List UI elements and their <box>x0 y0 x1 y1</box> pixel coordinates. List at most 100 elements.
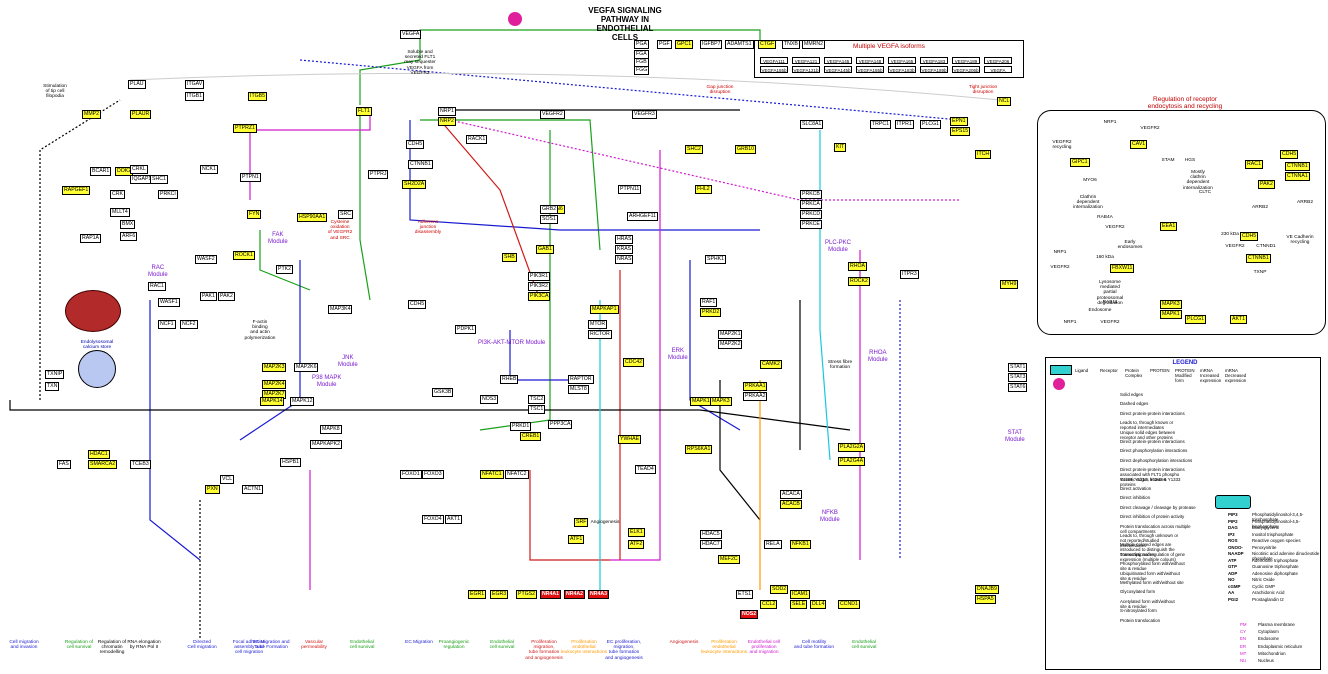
node-mllt4: MLLT4 <box>110 208 130 217</box>
node-mapkap1: MAPKAP1 <box>590 305 619 314</box>
legend-ligand-swatch <box>1050 365 1072 375</box>
node-itgav: ITGAV <box>185 80 204 89</box>
legend-item: Direct inhibition <box>1120 495 1150 500</box>
annotation-soluble-flt1: Soluble and secreted FLT1 may sequester … <box>395 50 445 76</box>
legend-item: mRNA Decreased expression <box>1225 368 1246 383</box>
legend-complex-swatch <box>1215 495 1251 509</box>
legend-molecule-name: Adenosine triphosphate <box>1252 558 1320 563</box>
receptor-panel-node: VEGFR2 <box>1130 126 1170 131</box>
node-stat1: STAT1 <box>1008 363 1027 372</box>
node-ctgf: CTGF <box>758 40 776 49</box>
node-slc8a1: SLC8A1 <box>800 120 823 129</box>
legend-compartment-name: Plasma membrane <box>1258 622 1295 627</box>
receptor-panel-node: VEGFR2 <box>1095 225 1135 230</box>
node-nr4a1: NR4A1 <box>540 590 561 599</box>
legend-molecule-abbr: ATP <box>1228 558 1236 563</box>
legend-molecule-abbr: DAG <box>1228 525 1238 530</box>
legend-molecule-abbr: ONOO- <box>1228 545 1243 550</box>
node-rac1: RAC1 <box>148 282 166 291</box>
node-rap1a: RAP1A <box>80 234 101 243</box>
legend-item: mRNA Increased expression <box>1200 368 1221 383</box>
node-prkce: PRKCE <box>800 220 822 229</box>
edge <box>150 300 200 560</box>
node-flt1: FLT1 <box>356 107 372 116</box>
node-hras: HRAS <box>615 235 633 244</box>
isoform-item: VEGFA206b <box>952 66 980 73</box>
node-nr4a2: NR4A2 <box>564 590 585 599</box>
receptor-panel-node: VEGFR2 <box>1040 265 1080 270</box>
legend-item: Direct dephosphorylation interactions <box>1120 458 1192 463</box>
receptor-panel-node: NRP1 <box>1050 320 1090 325</box>
isoform-item: VEGFA111 <box>760 57 788 64</box>
annotation-tight-junction: Tight junction disruption <box>958 85 1008 95</box>
endolysosome-label: Endolysosomal calcium store <box>72 340 122 350</box>
node-kit: KIT <box>834 143 846 152</box>
module-nfkb: NFKB Module <box>820 510 840 523</box>
node-ywhae: YWHAE <box>618 435 641 444</box>
ligand-icon <box>508 12 522 26</box>
node-crk: CRK <box>110 190 125 199</box>
node-cdh5b: CDH5 <box>408 300 426 309</box>
node-ptpn11: PTPN11 <box>618 185 641 194</box>
receptor-panel-node: AKT1 <box>1230 315 1247 324</box>
node-sh2d2a: SH2D2A <box>402 180 426 189</box>
module-stat: STAT Module <box>1005 430 1025 443</box>
receptor-panel-node: CTNND1 <box>1246 244 1286 249</box>
legend-molecule-abbr: NAADP <box>1228 551 1244 556</box>
node-fas: FAS <box>57 460 71 469</box>
edge <box>240 260 300 440</box>
legend-molecule-name: Inositol trisphosphate <box>1252 532 1320 537</box>
receptor-panel-node: CLTC <box>1185 190 1225 195</box>
node-ptgs2: PTGS2 <box>516 590 537 599</box>
node-hdac1: HDAC1 <box>88 450 110 459</box>
node-ptpn1: PTPN1 <box>240 173 261 182</box>
legend-item: Receptor <box>1100 368 1118 373</box>
isoform-item: VEGFA145b <box>824 66 852 73</box>
endolysosome-icon <box>78 350 116 388</box>
node-bmx: BMX <box>120 220 135 229</box>
node-rheb: RHEB <box>500 375 518 384</box>
receptor-panel-node: TXNP <box>1240 270 1280 275</box>
legend-compartment-name: Mitochondrion <box>1258 651 1286 656</box>
node-nras: NRAS <box>615 255 633 264</box>
outcome-label: Endothelial cell proliferation and migra… <box>740 640 788 656</box>
legend-item: Dashed edges <box>1120 401 1148 406</box>
legend-item: Protein translocation <box>1120 618 1160 623</box>
node-pdpk1: PDPK1 <box>455 325 476 334</box>
legend-molecule-abbr: PGI2 <box>1228 597 1238 602</box>
node-nfatc1: NFATC1 <box>480 470 504 479</box>
receptor-panel-node: MAPK3 <box>1160 300 1182 309</box>
node-ptprj: PTPRJ <box>368 170 388 179</box>
node-mef2c: MEF2C <box>718 555 740 564</box>
node-ccl2: CCL2 <box>760 600 777 609</box>
node-eps15: EPS15 <box>950 127 970 136</box>
legend-molecule-abbr: PIP2 <box>1228 519 1238 524</box>
node-pla2g2a: PLA2G2A <box>838 443 865 452</box>
node-adamts1: ADAMTS1 <box>725 40 754 49</box>
node-tcerg1: TCEB3 <box>130 460 151 469</box>
node-bcar1: BCAR1 <box>90 167 111 176</box>
node-prkaa2: PRKAA2 <box>743 392 767 401</box>
node-itch: ITCH <box>975 150 991 159</box>
node-sod2: SOD2 <box>770 585 788 594</box>
node-fhl2: FHL2 <box>695 185 712 194</box>
node-hdac5: HDAC5 <box>700 530 722 539</box>
legend-item: Direct inhibition of protein activity <box>1120 514 1184 519</box>
module-erk: ERK Module <box>668 348 688 361</box>
legend-molecule-abbr: IP3 <box>1228 532 1235 537</box>
node-stat6: STAT6 <box>1008 383 1027 392</box>
legend-compartment-abbr: NU <box>1240 658 1246 663</box>
legend-compartment-abbr: EN <box>1240 636 1246 641</box>
node-arf6: ARF6 <box>120 232 137 241</box>
node-cdc42: CDC42 <box>623 358 644 367</box>
receptor-panel-node: PAK2 <box>1258 180 1275 189</box>
node-tnxb: TNXB <box>782 40 800 49</box>
receptor-panel-node: RAC1 <box>1245 160 1263 169</box>
node-egr1: EGR1 <box>468 590 486 599</box>
node-plaur: PLAUR <box>130 110 151 119</box>
node-map2k2: MAP2K2 <box>718 340 742 349</box>
node-mapk3: MAPK3 <box>710 397 732 406</box>
annotation-gap-junction: Gap junction disruption <box>700 85 740 95</box>
node-grb10: GRB10 <box>735 145 756 154</box>
node-plcg1: PLCG1 <box>920 120 941 129</box>
